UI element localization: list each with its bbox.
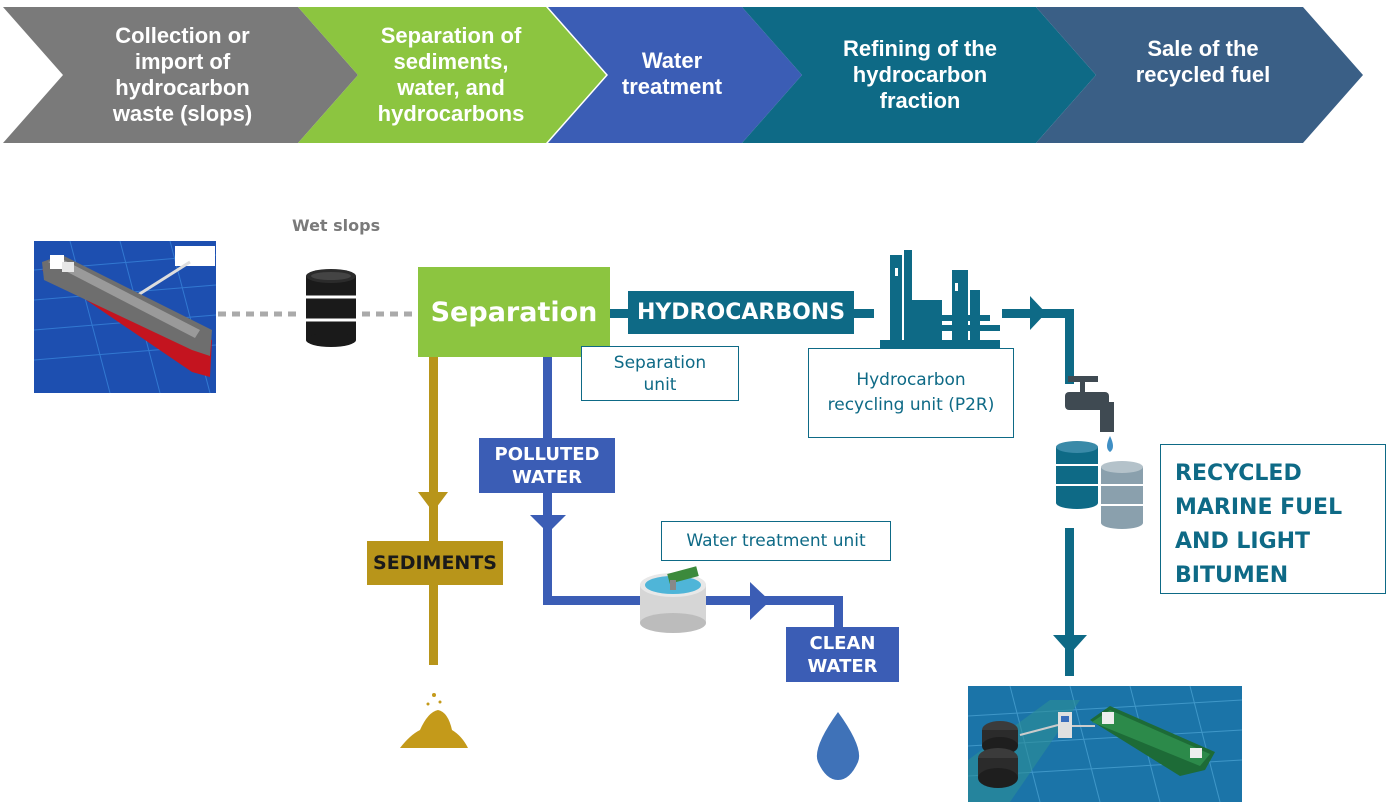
port-bunkering-image <box>967 685 1243 803</box>
step-3-label: Water treatment <box>621 48 723 99</box>
water-treatment-unit-label: Water treatment unit <box>686 531 866 551</box>
separation-unit-box: Separation unit <box>581 346 739 401</box>
recycled-output-box: RECYCLED MARINE FUEL AND LIGHT BITUMEN <box>1160 444 1386 594</box>
process-banner <box>3 7 1363 143</box>
clean-water-label: CLEAN WATER <box>807 632 878 677</box>
water-treatment-tank-icon <box>640 566 706 633</box>
tanker-ship-image <box>33 240 217 394</box>
sediments-box: SEDIMENTS <box>367 541 503 585</box>
wet-slops-label: Wet slops <box>292 216 381 235</box>
polluted-water-label: POLLUTED WATER <box>494 443 600 488</box>
polluted-water-box: POLLUTED WATER <box>479 438 615 493</box>
sediment-pile-icon <box>400 693 468 748</box>
faucet-icon <box>1065 376 1114 452</box>
water-drop-icon <box>816 712 860 780</box>
separation-unit-label: Separation unit <box>613 352 707 395</box>
fuel-barrels-icon <box>1056 441 1143 529</box>
step-2-label: Separation of sediments, water, and hydr… <box>377 23 525 126</box>
hydrocarbons-label: HYDROCARBONS <box>636 300 846 325</box>
sediments-label: SEDIMENTS <box>373 552 497 574</box>
separation-box: Separation <box>418 267 610 357</box>
polluted-arrow <box>530 515 566 533</box>
hydrocarbon-unit-label: Hydrocarbon recycling unit (P2R) <box>827 370 995 415</box>
treatment-out-arrow <box>750 582 770 620</box>
refinery-icon <box>880 250 1000 358</box>
fuel-arrow <box>1030 296 1046 330</box>
hydrocarbon-unit-box: Hydrocarbon recycling unit (P2R) <box>808 348 1014 438</box>
step-5-label: Sale of the recycled fuel <box>1135 36 1271 87</box>
water-treatment-unit-box: Water treatment unit <box>661 521 891 561</box>
recycled-output-label: RECYCLED MARINE FUEL AND LIGHT BITUMEN <box>1175 461 1343 588</box>
hydrocarbon-pipe-b <box>854 309 874 318</box>
distribution-pipe <box>1065 528 1074 676</box>
hydrocarbon-pipe-a <box>610 309 628 318</box>
step-2-chevron <box>298 7 606 143</box>
clean-pipe-vertical <box>834 596 843 628</box>
step-3-chevron <box>548 7 802 143</box>
fuel-pipe-vertical <box>1065 309 1074 384</box>
separation-label: Separation <box>430 296 598 328</box>
barrel-icon <box>306 269 356 347</box>
sediment-arrow <box>418 492 448 512</box>
step-1-chevron <box>3 7 358 143</box>
step-5-chevron <box>1036 7 1363 143</box>
step-4-label: Refining of the hydrocarbon fraction <box>843 36 997 113</box>
step-1-label: Collection or import of hydrocarbon wast… <box>112 23 253 126</box>
clean-water-box: CLEAN WATER <box>786 627 899 682</box>
distribution-arrow <box>1053 635 1087 654</box>
step-4-chevron <box>742 7 1096 143</box>
hydrocarbons-box: HYDROCARBONS <box>628 291 854 334</box>
